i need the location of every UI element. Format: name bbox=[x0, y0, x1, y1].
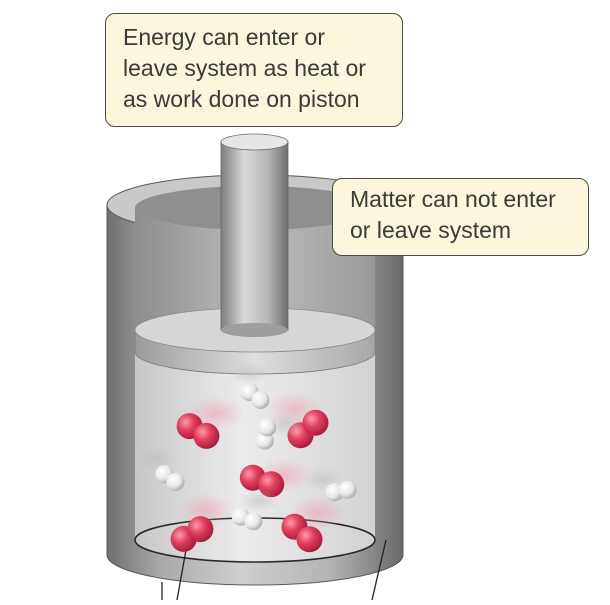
motion-blur bbox=[136, 446, 176, 470]
red-molecule bbox=[281, 496, 347, 553]
piston-rod bbox=[220, 141, 289, 331]
motion-blur bbox=[177, 493, 235, 527]
red-molecule bbox=[265, 392, 329, 449]
matter-callout-line-1: Matter can not enter bbox=[350, 186, 556, 212]
leader-line bbox=[176, 549, 187, 601]
energy-callout-line-1: Energy can enter or bbox=[123, 24, 326, 50]
piston-rod-top bbox=[220, 133, 289, 151]
white-molecule bbox=[136, 446, 185, 491]
white-atom bbox=[251, 390, 270, 409]
white-atom bbox=[166, 472, 185, 491]
matter-callout-line-2: or leave system bbox=[350, 217, 512, 243]
red-molecule bbox=[176, 396, 245, 449]
white-atom bbox=[258, 418, 277, 437]
white-molecule bbox=[255, 412, 304, 450]
white-atom bbox=[338, 480, 357, 499]
red-atom bbox=[187, 516, 214, 543]
red-molecule bbox=[170, 493, 235, 552]
energy-callout-line-3: as work done on piston bbox=[123, 86, 360, 112]
red-molecule bbox=[239, 458, 313, 498]
energy-callout-line-2: leave system as heat or bbox=[123, 55, 366, 81]
white-molecule bbox=[229, 362, 270, 409]
white-molecule bbox=[303, 467, 357, 502]
leader-line bbox=[371, 539, 387, 601]
white-molecule bbox=[231, 489, 279, 531]
motion-blur bbox=[239, 489, 279, 513]
red-atom bbox=[296, 526, 323, 553]
piston-rod-base bbox=[221, 323, 288, 337]
motion-blur bbox=[229, 362, 269, 386]
energy-callout: Energy can enter or leave system as heat… bbox=[105, 13, 403, 127]
white-atom bbox=[244, 512, 263, 531]
gas-molecules bbox=[136, 362, 357, 553]
red-atom bbox=[193, 422, 220, 449]
matter-callout: Matter can not enter or leave system bbox=[332, 178, 589, 256]
red-atom bbox=[302, 409, 329, 436]
